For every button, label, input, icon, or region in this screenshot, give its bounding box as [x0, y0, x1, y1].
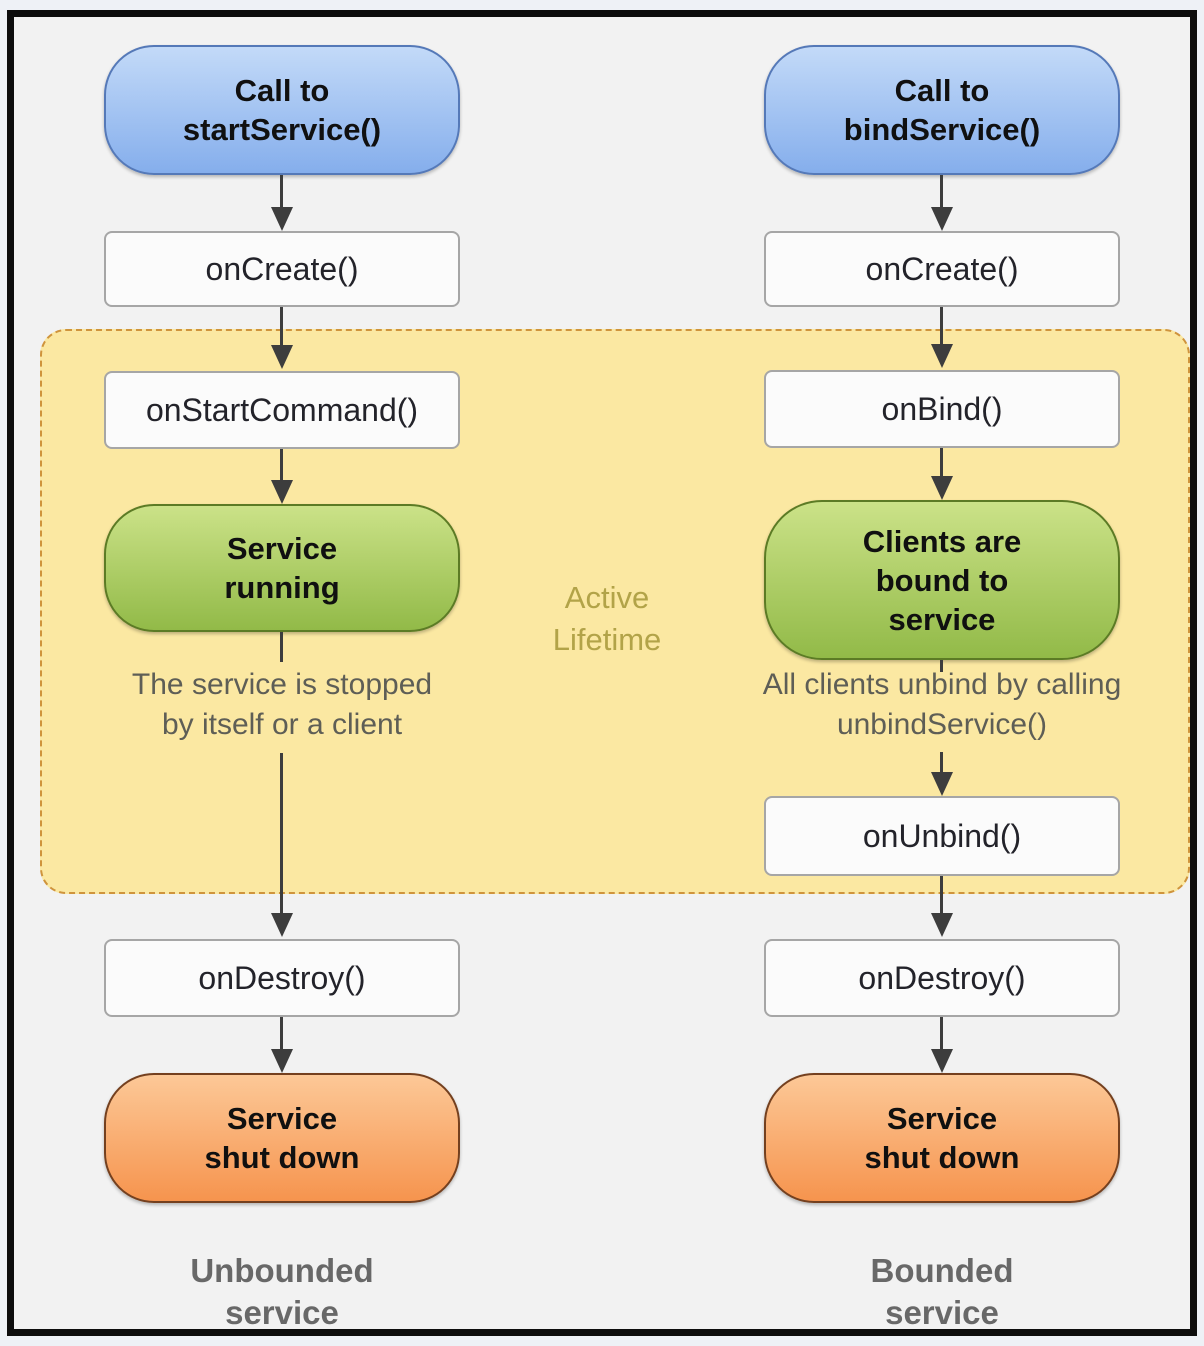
right-oncreate-box: onCreate() — [764, 231, 1120, 307]
diagram-frame: Active Lifetime Call to startService() o… — [7, 10, 1197, 1336]
active-lifetime-label: Active Lifetime — [552, 580, 662, 657]
unbounded-service-label: Unbounded service — [190, 1252, 374, 1331]
bind-service-call-pill: Call to bindService() — [764, 45, 1120, 175]
right-ondestroy-box: onDestroy() — [764, 939, 1120, 1017]
start-service-call-pill: Call to startService() — [104, 45, 460, 175]
right-service-shutdown-pill: Service shut down — [764, 1073, 1120, 1203]
left-oncreate-box: onCreate() — [104, 231, 460, 307]
onstartcommand-box: onStartCommand() — [104, 371, 460, 449]
clients-bound-pill: Clients are bound to service — [764, 500, 1120, 660]
onunbind-box: onUnbind() — [764, 796, 1120, 876]
left-stop-note: The service is stopped by itself or a cl… — [131, 668, 433, 741]
left-ondestroy-box: onDestroy() — [104, 939, 460, 1017]
right-unbind-note: All clients unbind by calling unbindServ… — [762, 668, 1122, 741]
bounded-service-label: Bounded service — [870, 1252, 1014, 1331]
left-service-shutdown-pill: Service shut down — [104, 1073, 460, 1203]
onbind-box: onBind() — [764, 370, 1120, 448]
service-running-pill: Service running — [104, 504, 460, 632]
